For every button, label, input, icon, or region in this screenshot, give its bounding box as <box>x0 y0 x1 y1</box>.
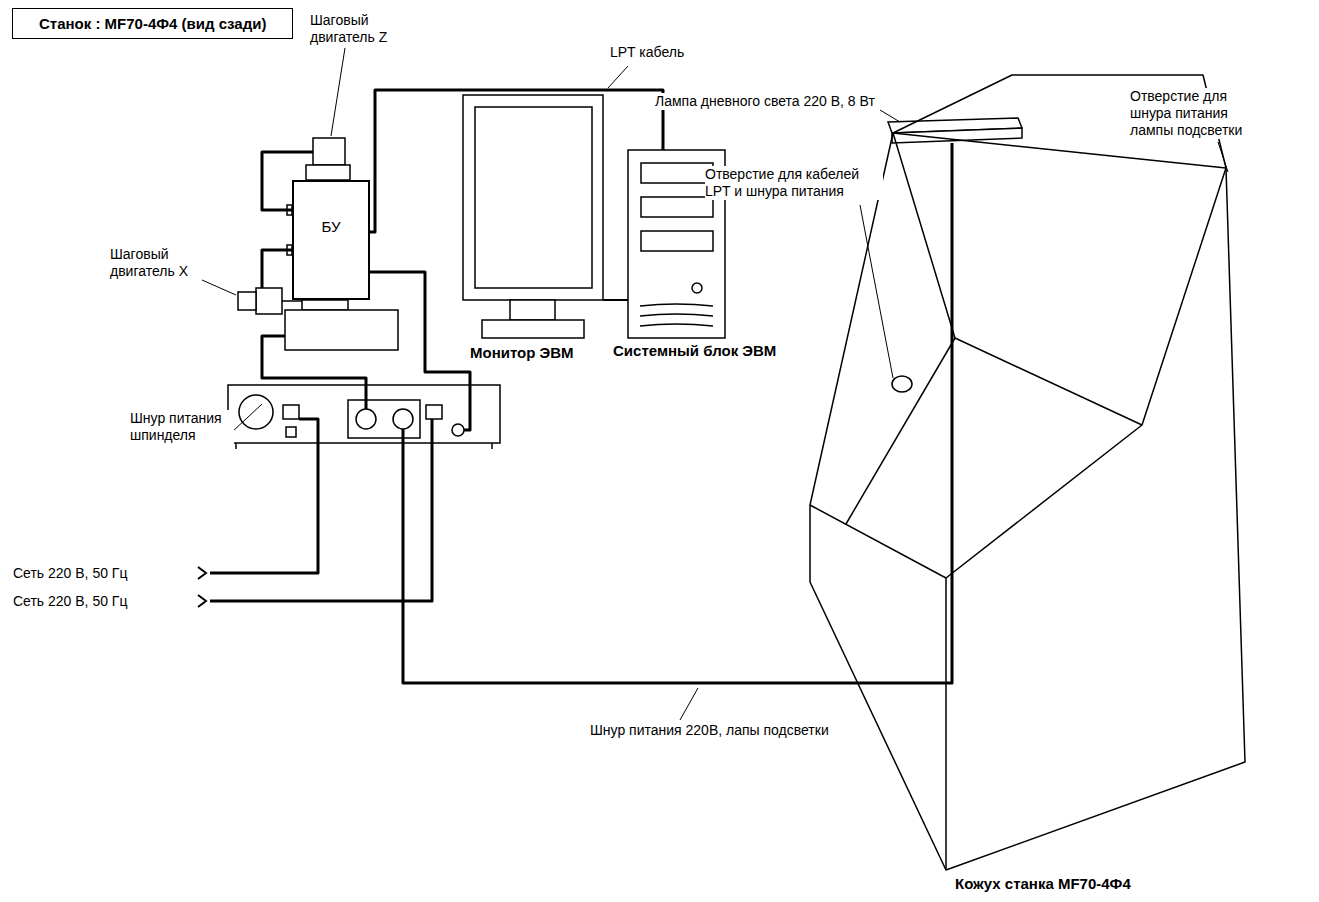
callout-label: Шнур питания шпинделя <box>130 410 234 444</box>
node-label: БУ <box>294 218 368 235</box>
monitor-outline <box>460 95 610 365</box>
title-box: Станок : MF70-4Ф4 (вид сзади) <box>12 8 293 39</box>
callout-label: Отверстие для кабелей LPT и шнура питани… <box>705 166 883 200</box>
callout-label: Отверстие для шнура питания лампы подсве… <box>1130 88 1270 139</box>
node-label: Кожух станка MF70-4Ф4 <box>955 875 1131 892</box>
control-unit-box: БУ <box>292 180 370 300</box>
edge-label: LPT кабель <box>610 44 684 61</box>
leader-line <box>608 66 628 88</box>
monitor: Монитор ЭВМ <box>460 95 610 365</box>
callout-label: Шаговый двигатель Z <box>310 12 398 46</box>
callout-label: Сеть 220 В, 50 Гц <box>13 593 127 610</box>
callout-label: Сеть 220 В, 50 Гц <box>13 565 127 582</box>
callout-label: Лампа дневного света 220 В, 8 Вт <box>655 93 875 110</box>
node-label: Системный блок ЭВМ <box>613 342 776 359</box>
callout-label: Шаговый двигатель X <box>110 246 202 280</box>
node-label: Монитор ЭВМ <box>470 344 574 361</box>
callout-label: Шнур питания 220В, лапы подсветки <box>590 722 829 739</box>
